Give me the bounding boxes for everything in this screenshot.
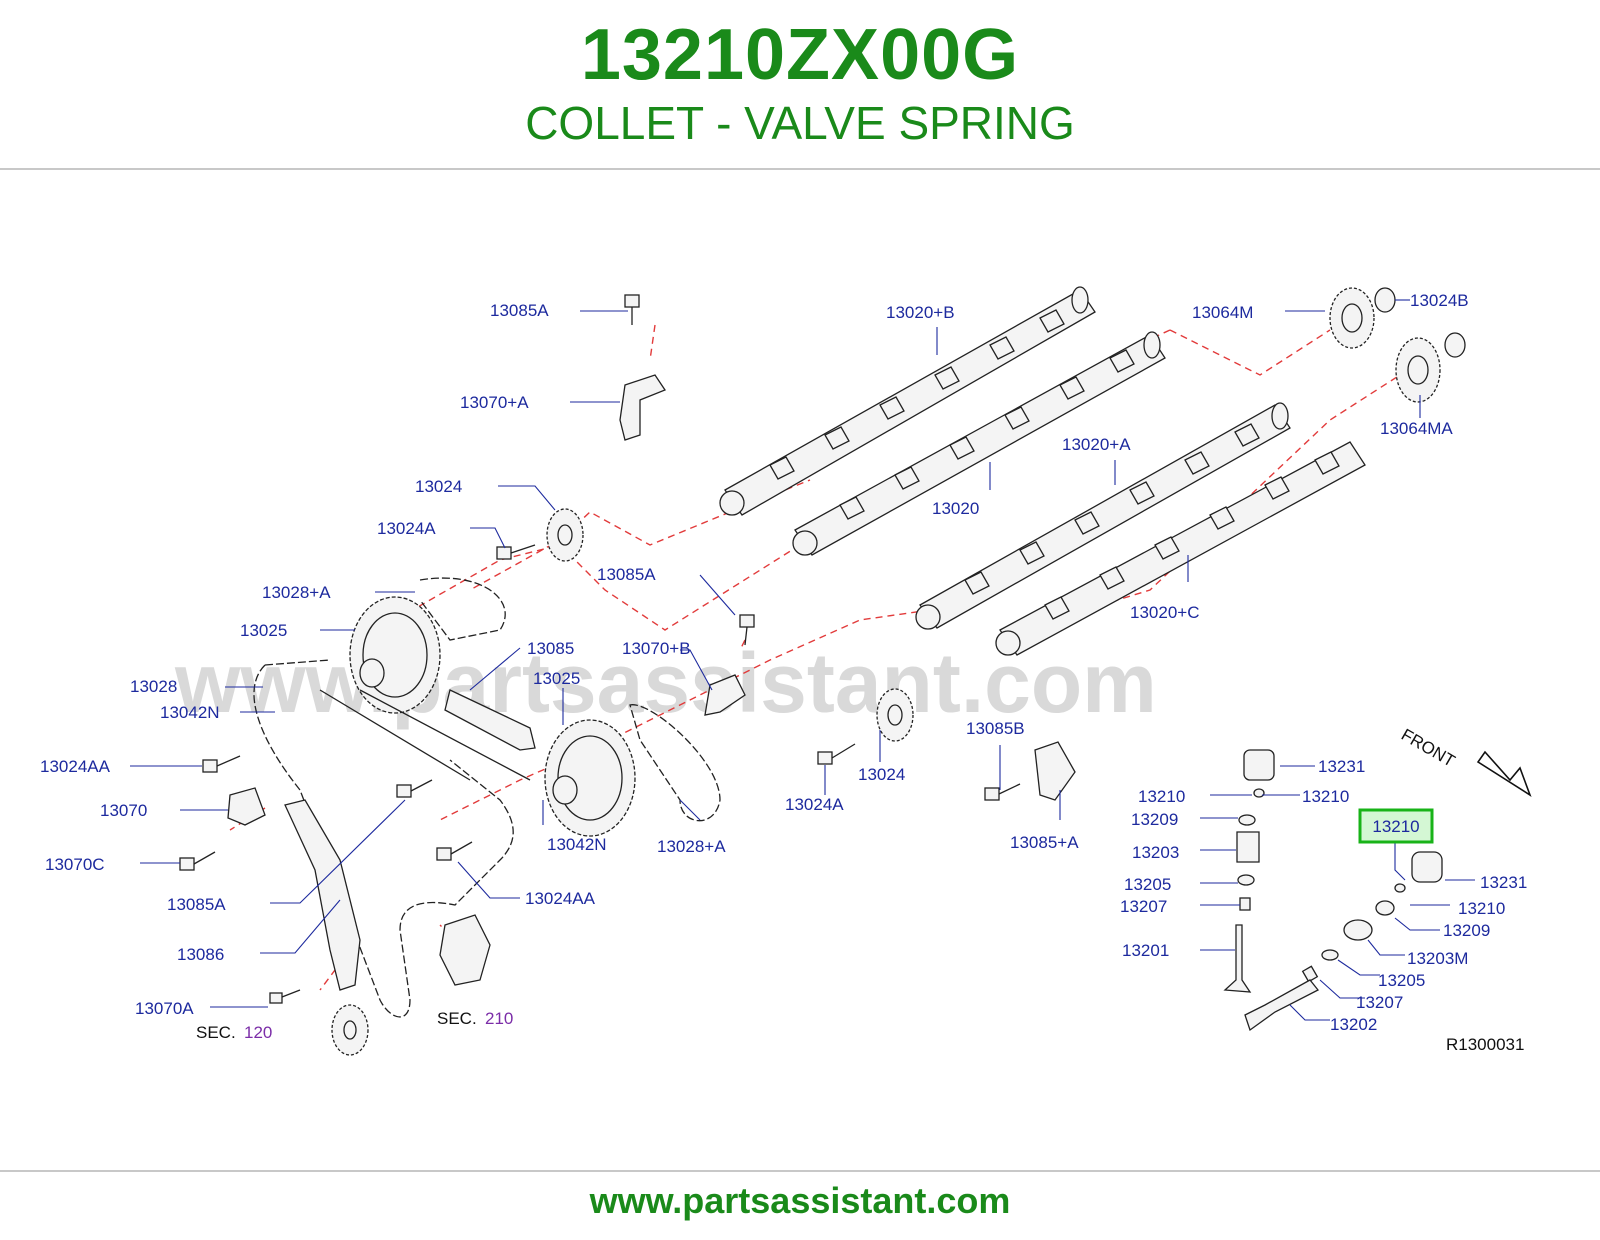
leader-lines (130, 299, 1475, 1021)
watermark: www.partsassistant.com (174, 636, 1157, 730)
callout: 13024AA (525, 889, 596, 908)
cam-sprocket-front-lower (876, 688, 914, 742)
callout: 13085 (527, 639, 574, 658)
callout: 13070+A (460, 393, 529, 412)
callout: 13203 (1132, 843, 1179, 862)
callout: 13024 (858, 765, 905, 784)
valve-assembly-right (1244, 851, 1443, 1032)
callout: 13070 (100, 801, 147, 820)
part-name: COLLET - VALVE SPRING (525, 97, 1075, 149)
highlight-label[interactable]: 13210 (1372, 817, 1419, 836)
sec-prefix: SEC. (437, 1009, 477, 1028)
callout: 13024AA (40, 757, 111, 776)
bolts (179, 294, 1021, 1004)
callout: 13024A (785, 795, 844, 814)
crank-sprocket (331, 1004, 369, 1056)
footer-divider (0, 1170, 1600, 1172)
callout: 13085A (167, 895, 226, 914)
section-refs: SEC. 120 SEC. 210 (196, 1009, 513, 1042)
callout: 13202 (1330, 1015, 1377, 1034)
sec-number: 120 (244, 1023, 272, 1042)
callout: 13024B (1410, 291, 1469, 310)
callout: 13085+A (1010, 833, 1079, 852)
callout: 13024A (377, 519, 436, 538)
callout: 13020+B (886, 303, 955, 322)
callout: 13064M (1192, 303, 1253, 322)
callout: 13210 (1302, 787, 1349, 806)
callout: 13207 (1120, 897, 1167, 916)
page-header: 13210ZX00G COLLET - VALVE SPRING (0, 0, 1600, 168)
callout: 13210 (1458, 899, 1505, 918)
callout: 13064MA (1380, 419, 1453, 438)
callout: 13025 (240, 621, 287, 640)
timing-chains (253, 577, 721, 1018)
callout: 13203M (1407, 949, 1468, 968)
callout: 13070A (135, 999, 194, 1018)
front-label: FRONT (1398, 725, 1458, 771)
callout: 13024 (415, 477, 462, 496)
callout: 13231 (1318, 757, 1365, 776)
callout: 13205 (1124, 875, 1171, 894)
valve-assembly-left (1223, 749, 1275, 993)
highlighted-part[interactable]: 13210 (1358, 808, 1434, 844)
cam-sprocket-rear-lower (1395, 332, 1466, 403)
cam-sprocket-front-upper (546, 508, 584, 562)
callout: 13085A (597, 565, 656, 584)
callout: 13085B (966, 719, 1025, 738)
camshaft-upper-left (719, 286, 1096, 516)
vtc-sprocket-left (349, 596, 441, 714)
callout: 13205 (1378, 971, 1425, 990)
part-number: 13210ZX00G (580, 15, 1020, 95)
callout: 13042N (160, 703, 220, 722)
diagram-code: R1300031 (1446, 1035, 1524, 1054)
callout: 13070C (45, 855, 105, 874)
camshaft-lower-left (915, 402, 1291, 630)
footer-link[interactable]: www.partsassistant.com (589, 1180, 1011, 1221)
front-arrow: FRONT (1398, 725, 1532, 797)
callout: 13020+A (1062, 435, 1131, 454)
callout: 13025 (533, 669, 580, 688)
callout: 13020+C (1130, 603, 1199, 622)
callout: 13201 (1122, 941, 1169, 960)
callout: 13086 (177, 945, 224, 964)
callout: 13209 (1131, 810, 1178, 829)
callout: 13207 (1356, 993, 1403, 1012)
sec-prefix: SEC. (196, 1023, 236, 1042)
camshaft-lower-right (995, 441, 1366, 656)
callout: 13085A (490, 301, 549, 320)
callout: 13070+B (622, 639, 691, 658)
cam-sprocket-rear-upper (1329, 287, 1396, 349)
callout: 13020 (932, 499, 979, 518)
vtc-sprocket-right (544, 719, 636, 837)
callout: 13028+A (657, 837, 726, 856)
callout: 13210 (1138, 787, 1185, 806)
callouts: 13085A 13070+A 13020+B 13064M 13024B 130… (40, 291, 1527, 1034)
callout: 13028+A (262, 583, 331, 602)
callout: 13231 (1480, 873, 1527, 892)
camshaft-upper-right (792, 331, 1166, 556)
highlight-box[interactable] (1358, 808, 1434, 844)
callout: 13028 (130, 677, 177, 696)
header-divider (0, 168, 1600, 170)
sec-number: 210 (485, 1009, 513, 1028)
callout: 13042N (547, 835, 607, 854)
timing-marks (229, 324, 1401, 991)
chain-guides (227, 374, 1076, 991)
callout: 13209 (1443, 921, 1490, 940)
